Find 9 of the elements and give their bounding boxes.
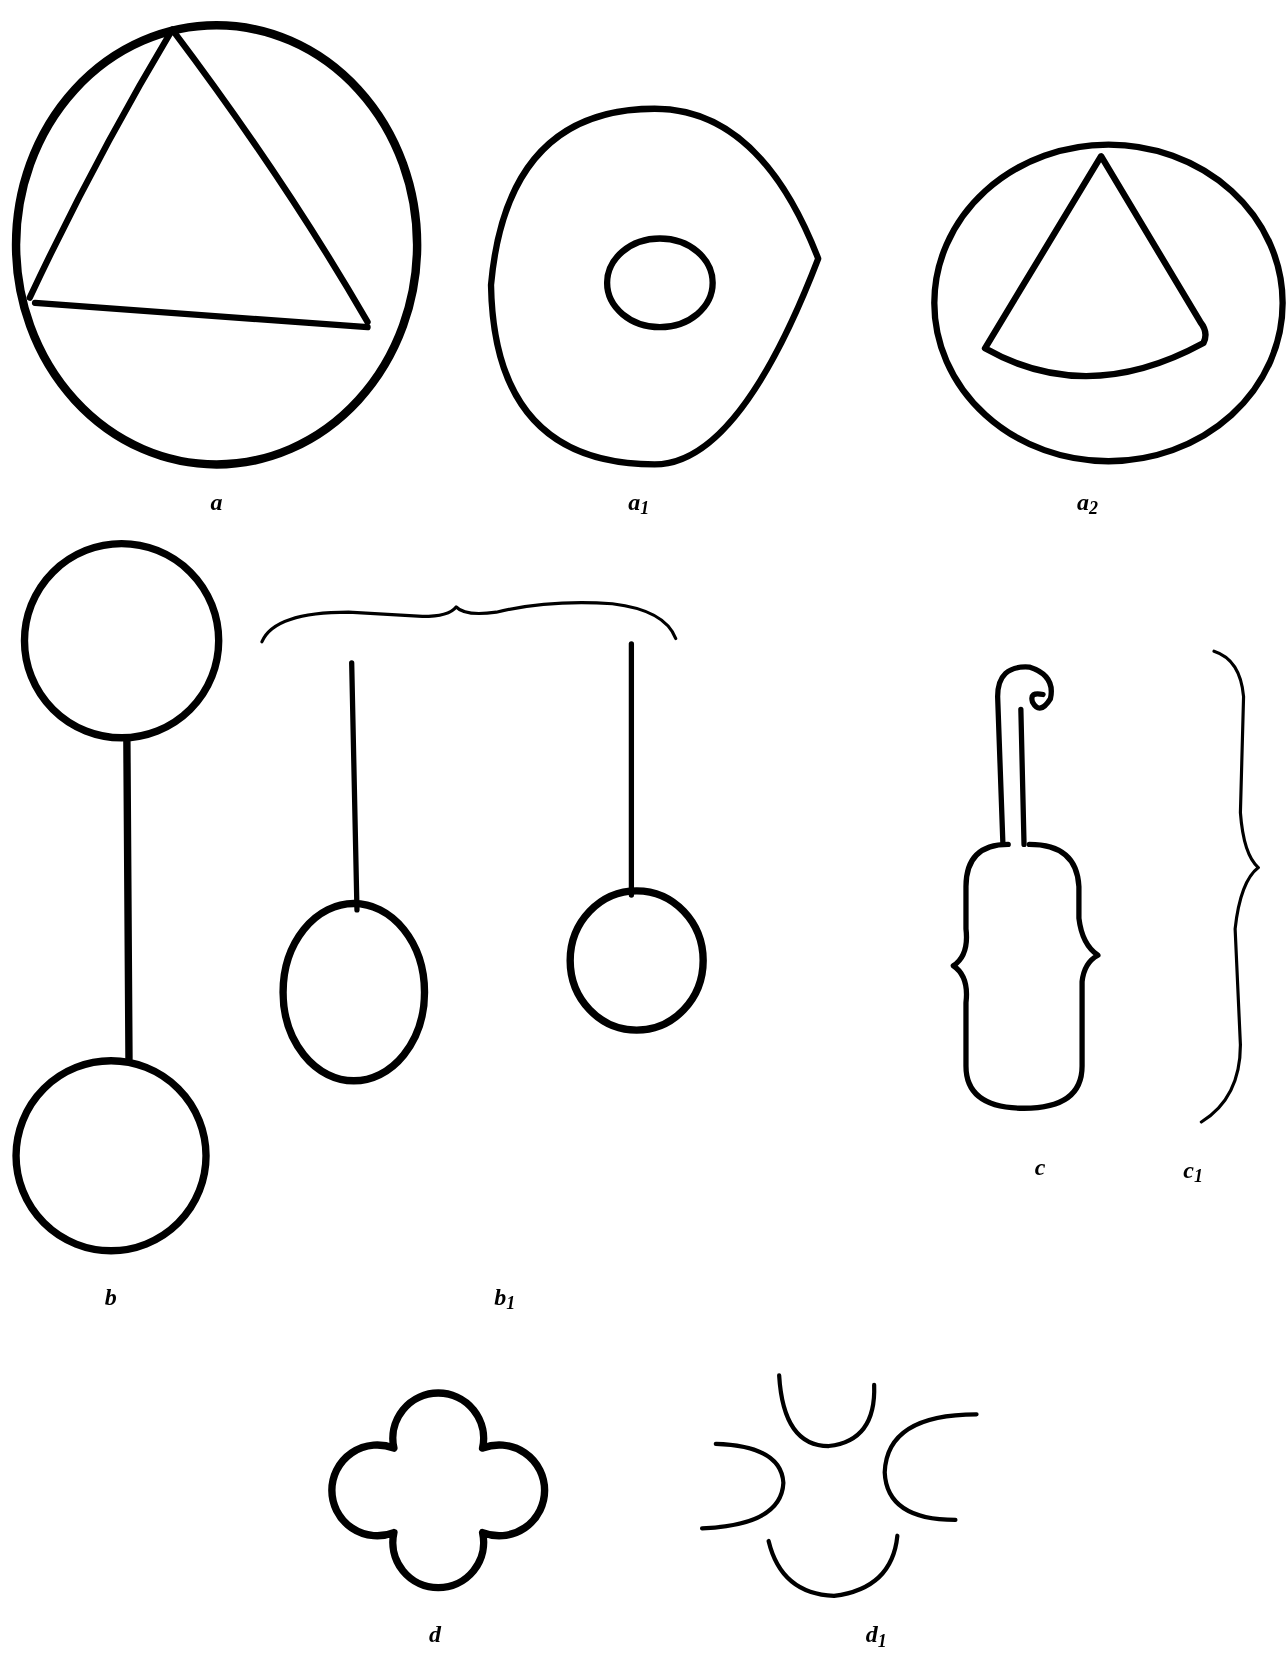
- figure-label: d: [429, 1622, 441, 1647]
- figure-label: a$_{2}$: [1077, 489, 1098, 514]
- figure-label: a$_{1}$: [628, 489, 650, 514]
- figure-label: c: [1034, 1154, 1046, 1179]
- figure-label: d$_{1}$: [865, 1622, 887, 1647]
- figure-label: b$_{1}$: [494, 1284, 516, 1309]
- figure-label: b: [104, 1284, 117, 1309]
- figure-label: a: [210, 489, 223, 514]
- figure-label: c$_{1}$: [1183, 1157, 1203, 1182]
